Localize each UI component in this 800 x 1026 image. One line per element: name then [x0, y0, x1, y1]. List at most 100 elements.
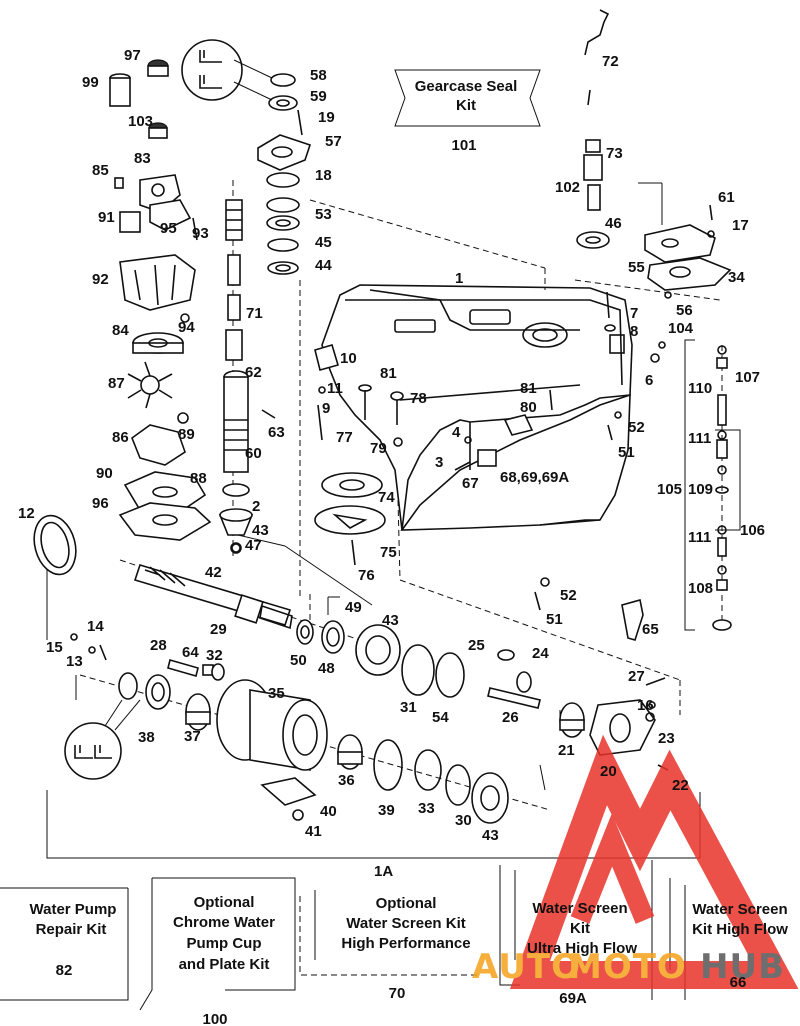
- label-part-80: 80: [520, 399, 537, 416]
- label-part-90: 90: [96, 465, 113, 482]
- water-screen-hf-kit-line1: Water Screen: [692, 901, 787, 918]
- water-screen-hp-kit-number: 70: [389, 985, 406, 1002]
- label-part-21: 21: [558, 742, 575, 759]
- part-labels: 97 99 103 83 85 91 95 93 92 94 84 87 89 …: [18, 47, 765, 880]
- label-part-39: 39: [378, 802, 395, 819]
- label-part-81a: 81: [380, 365, 397, 382]
- label-part-59: 59: [310, 88, 327, 105]
- label-part-28: 28: [150, 637, 167, 654]
- label-part-107: 107: [735, 369, 760, 386]
- label-part-96: 96: [92, 495, 109, 512]
- label-part-75: 75: [380, 544, 397, 561]
- label-part-104: 104: [668, 320, 694, 337]
- label-part-29: 29: [210, 621, 227, 638]
- label-part-6: 6: [645, 372, 653, 389]
- label-part-43b: 43: [382, 612, 399, 629]
- label-part-4: 4: [452, 424, 461, 441]
- label-part-57: 57: [325, 133, 342, 150]
- seal-ring-12: [33, 514, 77, 576]
- propshaft-assembly: [119, 559, 465, 698]
- label-part-67: 67: [462, 475, 479, 492]
- label-part-111b: 111: [688, 529, 711, 546]
- water-screen-kit-column: [684, 339, 741, 631]
- driveshaft-stack: [218, 180, 254, 560]
- label-part-18: 18: [315, 167, 332, 184]
- label-part-52b: 52: [560, 587, 577, 604]
- kit-box-chrome-pump: [139, 877, 296, 1011]
- label-part-53: 53: [315, 206, 332, 223]
- label-part-56: 56: [676, 302, 693, 319]
- label-part-34: 34: [728, 269, 745, 286]
- label-part-43a: 43: [252, 522, 269, 539]
- label-part-106: 106: [740, 522, 765, 539]
- label-part-48: 48: [318, 660, 335, 677]
- label-part-87: 87: [108, 375, 125, 392]
- kit-labels: Gearcase Seal Kit 101 Water Pump Repair …: [30, 78, 789, 1026]
- label-part-103: 103: [128, 113, 153, 130]
- water-pump-repair-kit-line1: Water Pump: [30, 901, 117, 918]
- label-part-23: 23: [658, 730, 675, 747]
- label-part-72: 72: [602, 53, 619, 70]
- label-part-1A: 1A: [374, 863, 393, 880]
- label-part-85: 85: [92, 162, 109, 179]
- gearcase-housing: [321, 284, 633, 531]
- label-part-84: 84: [112, 322, 129, 339]
- label-part-24: 24: [532, 645, 549, 662]
- label-part-93: 93: [192, 225, 209, 242]
- label-part-43c: 43: [482, 827, 499, 844]
- label-part-88: 88: [190, 470, 207, 487]
- water-screen-hf-kit-number: 66: [730, 974, 747, 991]
- label-part-63: 63: [268, 424, 285, 441]
- seal-stack: [257, 73, 312, 600]
- label-part-31: 31: [400, 699, 417, 716]
- label-part-41: 41: [305, 823, 322, 840]
- kit-box-water-screen-hp: [299, 890, 478, 976]
- label-part-19: 19: [318, 109, 335, 126]
- label-part-20: 20: [600, 763, 617, 780]
- label-part-14: 14: [87, 618, 104, 635]
- label-part-86: 86: [112, 429, 129, 446]
- label-part-1: 1: [455, 270, 463, 287]
- label-part-26: 26: [502, 709, 519, 726]
- label-part-68: 68,69,69A: [500, 469, 569, 486]
- water-tube-parts: [576, 9, 610, 249]
- water-screen-uhf-kit-line2: Kit: [570, 920, 590, 937]
- label-part-74: 74: [378, 489, 395, 506]
- label-part-37: 37: [184, 728, 201, 745]
- label-part-40: 40: [320, 803, 337, 820]
- label-part-110: 110: [688, 380, 712, 397]
- label-part-32: 32: [206, 647, 223, 664]
- label-part-54: 54: [432, 709, 449, 726]
- label-part-60: 60: [245, 445, 262, 462]
- chrome-pump-kit-line4: and Plate Kit: [179, 956, 270, 973]
- misc-small-parts: [70, 291, 669, 771]
- kit-box-water-pump-repair: [0, 887, 129, 1001]
- label-part-9: 9: [322, 400, 330, 417]
- label-part-10: 10: [340, 350, 357, 367]
- label-part-58: 58: [310, 67, 327, 84]
- label-part-38: 38: [138, 729, 155, 746]
- label-part-102: 102: [555, 179, 580, 196]
- label-part-77: 77: [336, 429, 353, 446]
- label-part-92: 92: [92, 271, 109, 288]
- water-pump-repair-kit-line2: Repair Kit: [36, 921, 107, 938]
- water-screen-hp-kit-line2: Water Screen Kit: [346, 915, 465, 932]
- label-part-2: 2: [252, 498, 260, 515]
- label-part-7: 7: [630, 305, 638, 322]
- label-part-61: 61: [718, 189, 735, 206]
- bearing-stack: [79, 649, 656, 824]
- label-part-83: 83: [134, 150, 151, 167]
- label-part-25: 25: [468, 637, 485, 654]
- water-screen-uhf-kit-number: 69A: [559, 990, 587, 1007]
- chrome-pump-kit-number: 100: [202, 1011, 227, 1026]
- label-part-50: 50: [290, 652, 307, 669]
- label-part-49: 49: [345, 599, 362, 616]
- label-part-109: 109: [688, 481, 713, 498]
- chrome-pump-kit-line2: Chrome Water: [173, 914, 275, 931]
- label-part-35: 35: [268, 685, 285, 702]
- chrome-pump-kit-line1: Optional: [194, 894, 255, 911]
- watermark-logo-shape: [509, 734, 799, 989]
- label-part-105: 105: [657, 481, 682, 498]
- automotohub-watermark: AUTO MOTO HUB: [472, 734, 799, 989]
